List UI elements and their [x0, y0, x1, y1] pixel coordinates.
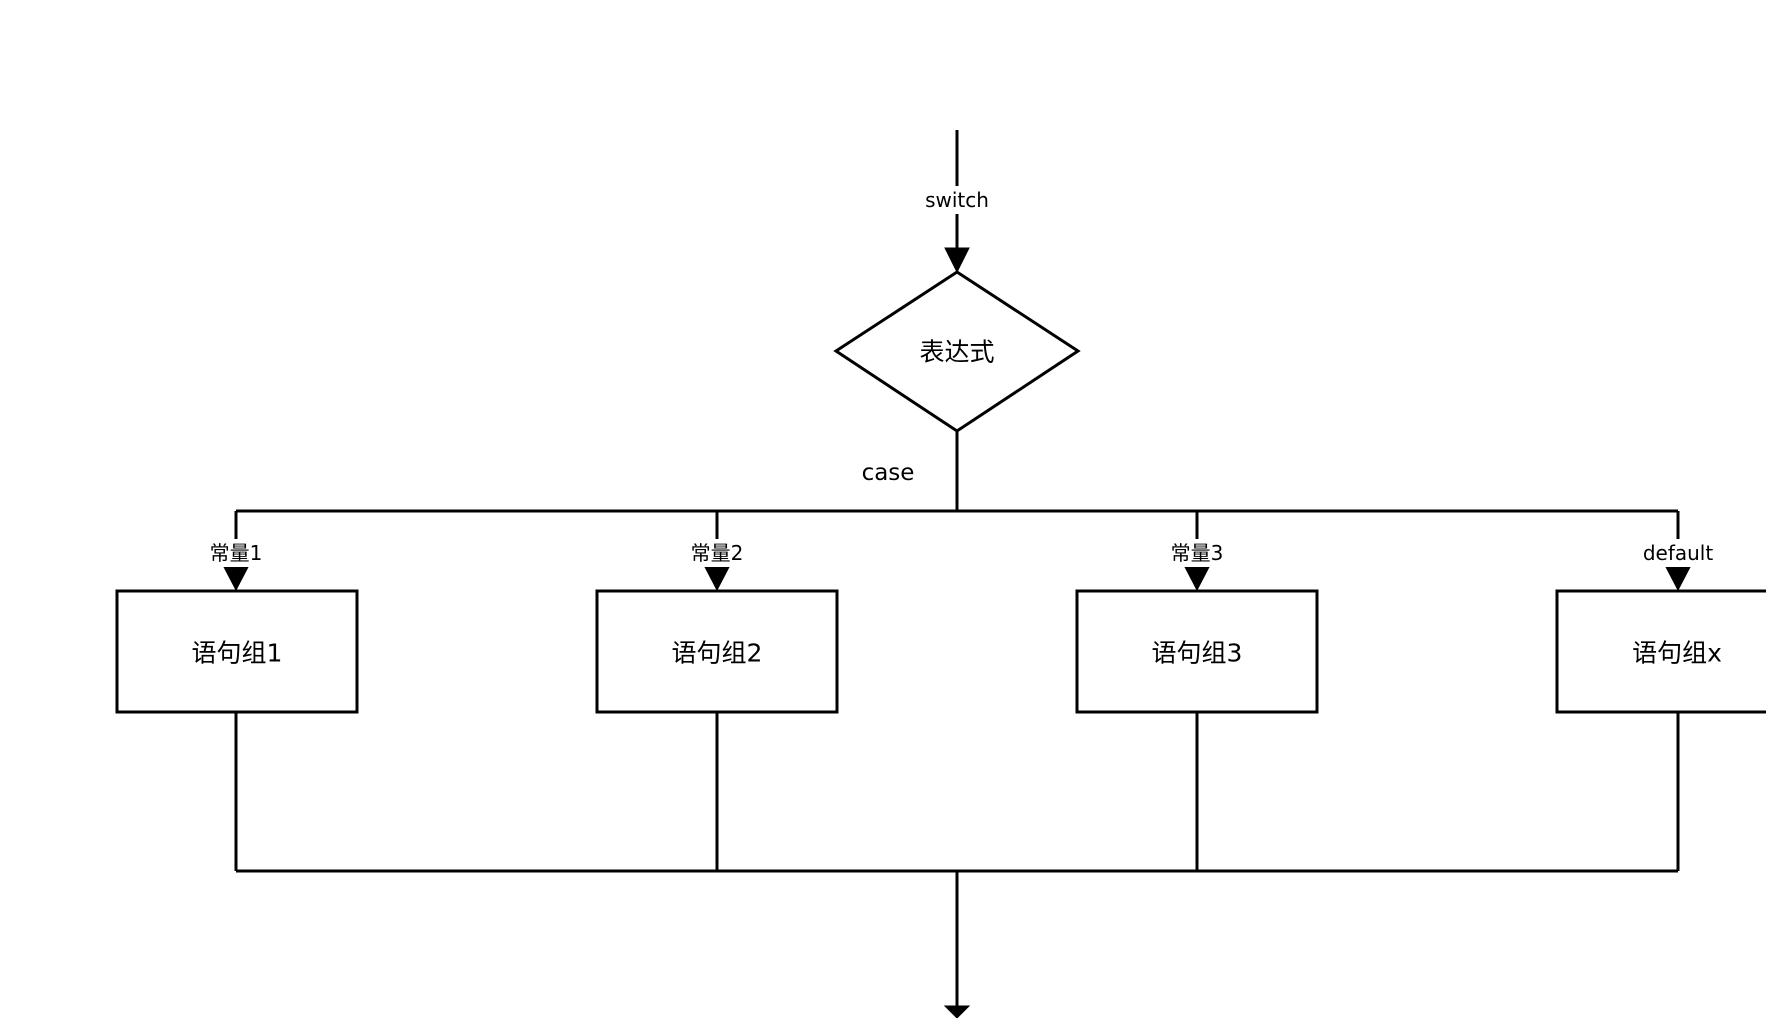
block-4-label: 语句组x — [1632, 639, 1722, 668]
block-4 — [1555, 589, 1766, 714]
entry-label: switch — [925, 188, 989, 212]
block-3 — [1075, 589, 1319, 714]
branch-3-arrowhead — [1184, 566, 1210, 592]
branch-2-label: 常量2 — [691, 541, 744, 565]
block-2-label: 语句组2 — [672, 639, 763, 668]
block-1-label: 语句组1 — [192, 639, 283, 668]
block-1 — [115, 589, 359, 714]
branch-4-arrowhead — [1665, 566, 1691, 592]
block-2 — [595, 589, 839, 714]
block-3-label: 语句组3 — [1152, 639, 1243, 668]
case-label: case — [862, 460, 915, 486]
branch-2-arrowhead — [704, 566, 730, 592]
branch-4-label-bg — [1638, 539, 1718, 567]
branch-3-label-bg — [1164, 539, 1230, 567]
exit-arrowhead — [943, 1005, 971, 1018]
entry-label-bg — [917, 186, 997, 214]
branch-1-label: 常量1 — [210, 541, 263, 565]
branch-2-label-bg — [684, 539, 750, 567]
branch-1-label-bg — [203, 539, 269, 567]
decision-label: 表达式 — [919, 338, 994, 367]
entry-arrowhead — [944, 247, 970, 274]
branch-1-arrowhead — [223, 566, 249, 592]
branch-4-label: default — [1643, 541, 1714, 565]
branch-3-label: 常量3 — [1171, 541, 1224, 565]
